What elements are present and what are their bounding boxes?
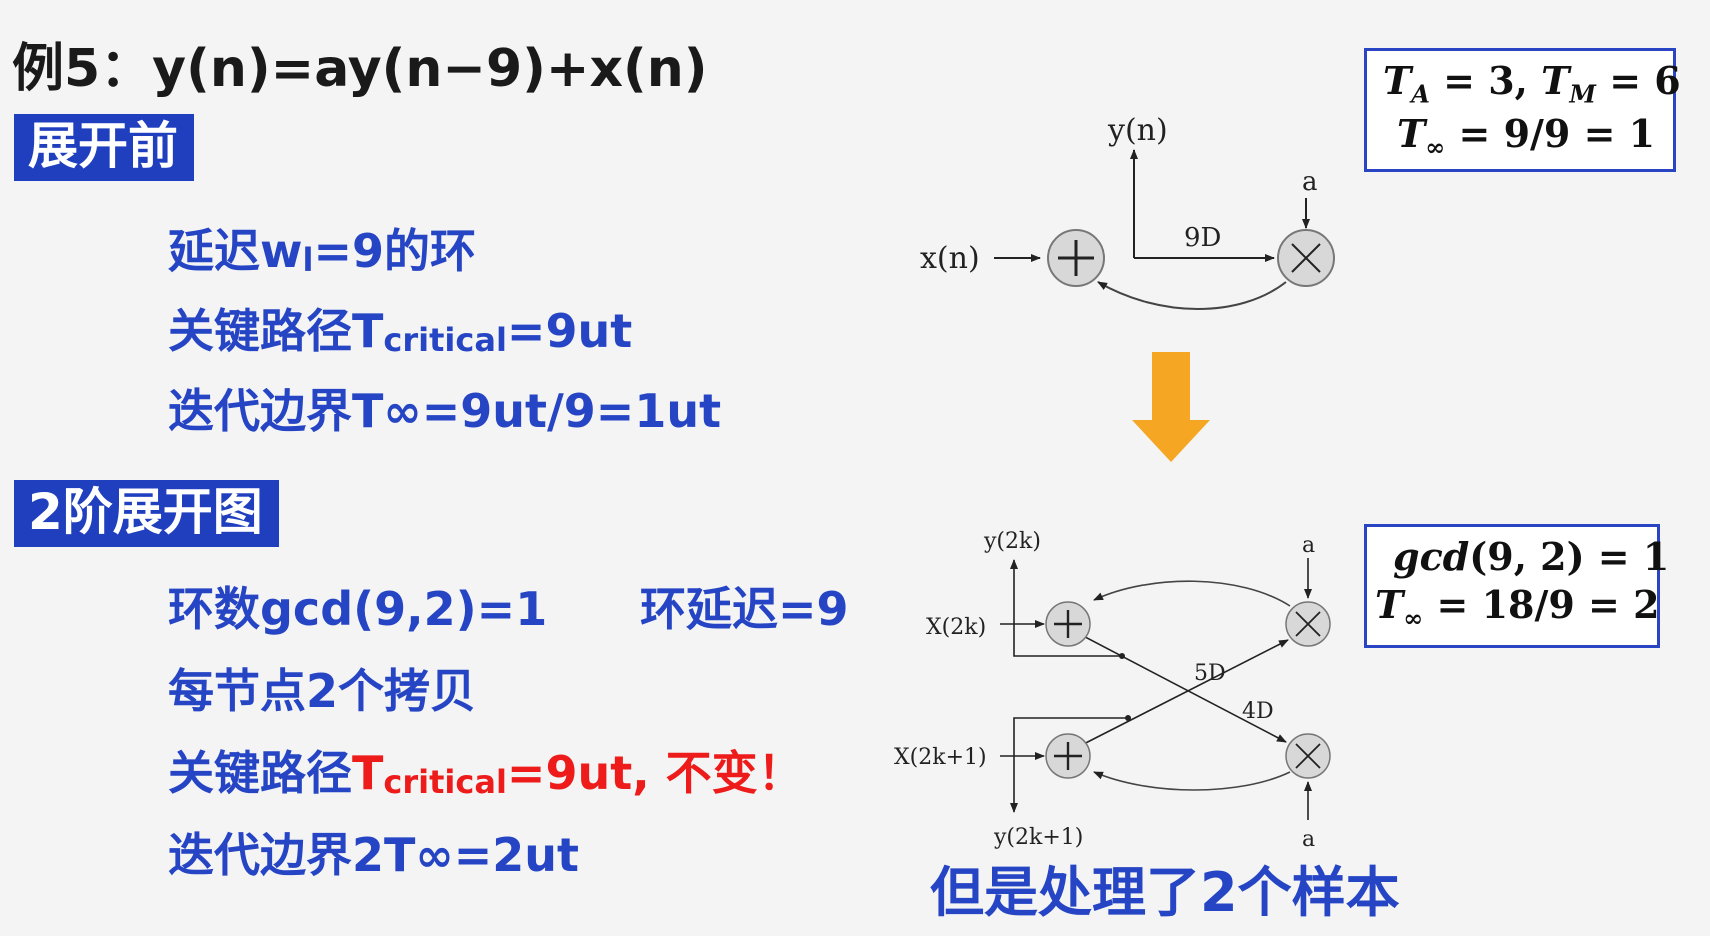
d2-out-bottom-label: y(2k+1) <box>993 825 1083 850</box>
timing-box-1: TA = 3, TM = 6 T∞ = 9/9 = 1 <box>1364 48 1681 172</box>
d1-coef-label: a <box>1302 167 1318 197</box>
box2-row1: gcd(9, 2) = 1 <box>1393 534 1670 579</box>
unfolded-dfg: y(2k) X(2k) X(2k+1) y(2k+1) a a 5D 4D <box>894 529 1331 852</box>
transform-arrow <box>1132 352 1210 462</box>
critical-path-line: 关键路径Tcritical=9ut <box>168 308 632 356</box>
section-label-2-unfolded: 2阶展开图 <box>14 480 279 547</box>
d2-coef-top-label: a <box>1302 533 1315 558</box>
copies-line: 每节点2个拷贝 <box>168 664 477 718</box>
critical-sub: critical <box>383 763 507 801</box>
critical-t: T <box>352 746 384 800</box>
timing-box-2: gcd(9, 2) = 1 T∞ = 18/9 = 2 <box>1364 524 1670 648</box>
original-dfg: y(n) x(n) 9D a <box>920 113 1335 310</box>
loop-delay-line: 延迟wl=9的环 <box>168 228 476 276</box>
d1-input-label: x(n) <box>920 241 980 276</box>
box2-row2: T∞ = 18/9 = 2 <box>1375 581 1660 633</box>
loop-count-line: 环数gcd(9,2)=1 <box>168 582 548 636</box>
section-label-before-unfolding: 展开前 <box>14 114 194 181</box>
critical-path-label: 关键路径 <box>168 746 352 800</box>
critical-path-text: 关键路径T <box>168 304 384 358</box>
d1-multiplier-node <box>1277 229 1335 287</box>
d2-coef-bottom-label: a <box>1302 827 1315 852</box>
bottom-note: 但是处理了2个样本 <box>930 861 1400 924</box>
iteration-bound-line: 迭代边界T∞=9ut/9=1ut <box>168 384 722 438</box>
d2-delay-4d: 4D <box>1242 699 1274 724</box>
box1-row1: TA = 3, TM = 6 <box>1383 58 1681 109</box>
d2-in-bottom-label: X(2k+1) <box>894 745 987 770</box>
critical-path-end: =9ut <box>506 304 633 358</box>
loop-delay-text: 延迟w <box>168 224 303 278</box>
loop-delay-line-2: 环延迟=9 <box>640 582 849 636</box>
d2-delay-5d: 5D <box>1194 661 1226 686</box>
d2-multiplier-bottom <box>1285 733 1331 779</box>
d2-adder-bottom <box>1045 733 1091 779</box>
d2-in-top-label: X(2k) <box>926 615 986 640</box>
slide-title: 例5：y(n)=ay(n−9)+x(n) <box>12 39 708 99</box>
loop-delay-end: =9的环 <box>313 224 477 278</box>
critical-end: =9ut, 不变！ <box>506 746 804 800</box>
loop-delay-sub: l <box>302 241 314 279</box>
d1-output-label: y(n) <box>1107 113 1168 148</box>
critical-path-sub: critical <box>383 321 507 359</box>
d1-delay-label: 9D <box>1184 223 1221 253</box>
d1-adder-node <box>1047 229 1105 287</box>
critical-path-unchanged-line: 关键路径Tcritical=9ut, 不变！ <box>168 750 804 798</box>
d2-multiplier-top <box>1285 601 1331 647</box>
d2-adder-top <box>1045 601 1091 647</box>
box1-row2: T∞ = 9/9 = 1 <box>1397 110 1656 162</box>
d2-out-top-label: y(2k) <box>983 529 1041 554</box>
iteration-bound-2-line: 迭代边界2T∞=2ut <box>168 828 579 882</box>
